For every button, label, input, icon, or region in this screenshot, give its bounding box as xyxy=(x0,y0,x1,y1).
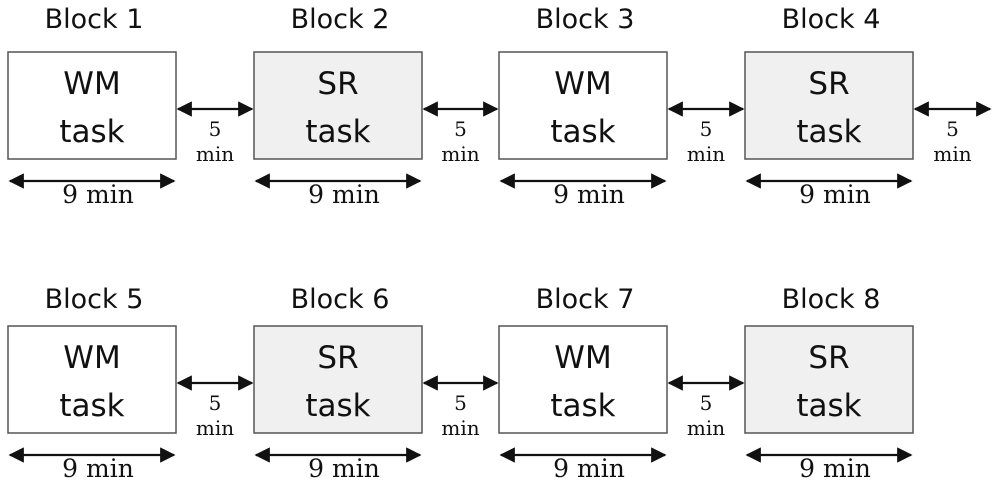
duration-label: 9 min xyxy=(62,180,134,209)
break-duration-unit: min xyxy=(687,416,725,440)
task-type-text: SR xyxy=(317,66,358,102)
block-label: Block 6 xyxy=(291,284,390,315)
break-duration-unit: min xyxy=(196,142,234,166)
duration-label: 9 min xyxy=(308,180,380,209)
block-label: Block 3 xyxy=(536,4,635,35)
block-label: Block 8 xyxy=(782,284,881,315)
break-duration-unit: min xyxy=(441,416,479,440)
task-word-text: task xyxy=(59,388,124,424)
task-word-text: task xyxy=(59,114,124,150)
break-duration-unit: min xyxy=(933,142,971,166)
break-duration-value: 5 xyxy=(454,391,467,415)
block-label: Block 1 xyxy=(45,4,144,35)
task-box xyxy=(744,51,914,160)
task-type-text: SR xyxy=(808,66,849,102)
task-type-text: SR xyxy=(808,340,849,376)
task-type-text: WM xyxy=(63,340,120,376)
task-word-text: task xyxy=(550,388,615,424)
task-word-text: task xyxy=(305,388,370,424)
task-box xyxy=(253,325,423,434)
break-duration-unit: min xyxy=(441,142,479,166)
duration-label: 9 min xyxy=(799,180,871,209)
block-label: Block 5 xyxy=(45,284,144,315)
duration-label: 9 min xyxy=(553,454,625,483)
break-duration-value: 5 xyxy=(209,117,222,141)
duration-label: 9 min xyxy=(62,454,134,483)
break-duration-value: 5 xyxy=(700,391,713,415)
duration-label: 9 min xyxy=(553,180,625,209)
task-word-text: task xyxy=(305,114,370,150)
duration-label: 9 min xyxy=(799,454,871,483)
block-label: Block 7 xyxy=(536,284,635,315)
break-duration-value: 5 xyxy=(209,391,222,415)
task-box xyxy=(498,51,668,160)
task-type-text: WM xyxy=(554,66,611,102)
break-duration-value: 5 xyxy=(454,117,467,141)
block-label: Block 2 xyxy=(291,4,390,35)
task-box xyxy=(253,51,423,160)
break-duration-value: 5 xyxy=(700,117,713,141)
task-box xyxy=(498,325,668,434)
task-type-text: WM xyxy=(63,66,120,102)
block-label: Block 4 xyxy=(782,4,881,35)
task-box xyxy=(744,325,914,434)
task-word-text: task xyxy=(796,114,861,150)
break-duration-unit: min xyxy=(196,416,234,440)
task-word-text: task xyxy=(550,114,615,150)
task-box xyxy=(7,325,177,434)
duration-label: 9 min xyxy=(308,454,380,483)
break-duration-value: 5 xyxy=(946,117,959,141)
task-box xyxy=(7,51,177,160)
task-type-text: SR xyxy=(317,340,358,376)
task-type-text: WM xyxy=(554,340,611,376)
task-word-text: task xyxy=(796,388,861,424)
break-duration-unit: min xyxy=(687,142,725,166)
